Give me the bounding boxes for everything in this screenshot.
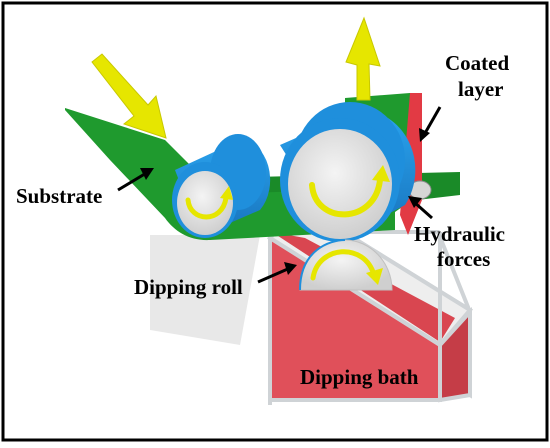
label-coated-layer-2: layer	[458, 77, 503, 101]
rotation-arrow-main	[309, 177, 383, 218]
label-hydraulic-1: Hydraulic	[414, 222, 505, 246]
rotation-arrowhead-left	[220, 186, 233, 200]
input-direction-arrow	[91, 53, 167, 139]
label-coated-layer-1: Coated	[445, 51, 509, 75]
rotation-arrowhead-main	[372, 165, 390, 182]
rotation-arrowhead-dip	[366, 268, 383, 285]
label-dipping-roll: Dipping roll	[134, 275, 243, 299]
pointer-arrow-substrate	[117, 168, 154, 192]
pointer-arrow-hydraulic	[408, 196, 433, 220]
rotation-arrow-left	[185, 195, 229, 220]
label-dipping-bath: Dipping bath	[300, 365, 419, 389]
output-direction-arrow	[345, 16, 381, 101]
label-hydraulic-2: forces	[437, 247, 490, 271]
pointer-arrow-coated-layer	[419, 106, 442, 142]
pointer-arrow-dipping-roll	[257, 262, 297, 284]
rotation-arrow-dip	[310, 249, 377, 281]
label-substrate: Substrate	[16, 184, 102, 208]
floor-shadow	[150, 235, 260, 345]
left-roller	[172, 134, 271, 238]
dipping-roll	[299, 239, 393, 291]
